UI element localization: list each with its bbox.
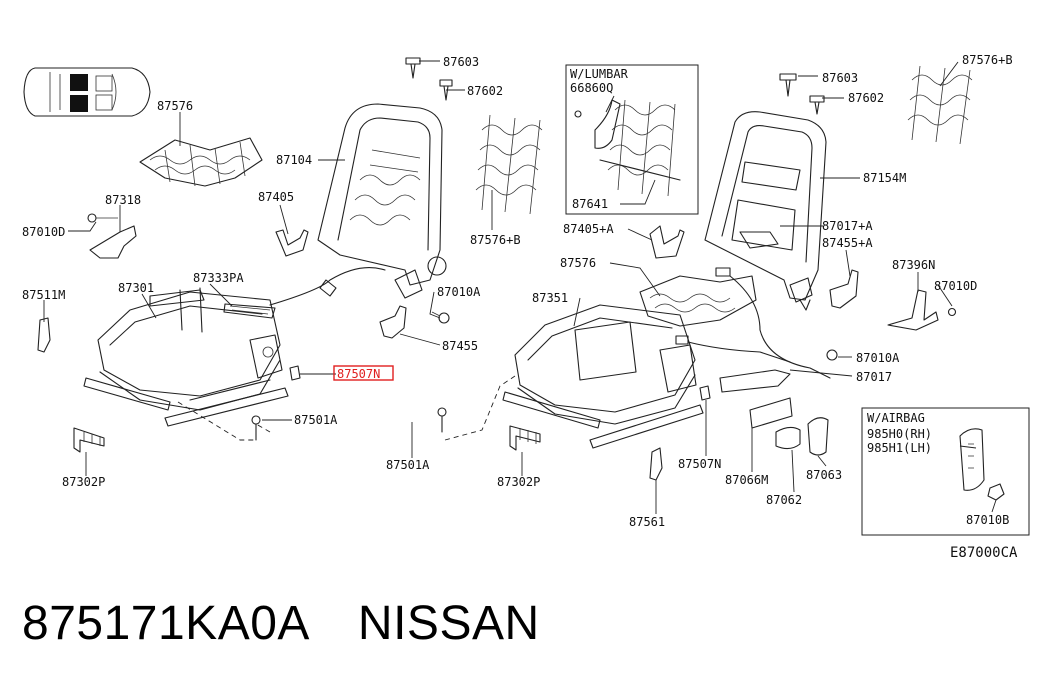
label-87576-left: 87576: [157, 99, 193, 113]
lumbar-option-box: [565, 64, 699, 215]
label-87351: 87351: [532, 291, 568, 305]
seatback-frame-87154M: [704, 111, 827, 303]
label-87501A-middle: 87501A: [386, 458, 430, 472]
highlight-box-87507N: [333, 365, 394, 381]
label-87017A: 87017+A: [822, 219, 873, 233]
label-87511M: 87511M: [22, 288, 65, 302]
bolt-87603-right: [779, 73, 797, 97]
airbag-option-box: [861, 407, 1030, 536]
footer-brand: NISSAN: [357, 597, 540, 650]
label-87396N: 87396N: [892, 258, 935, 272]
cover-87455A: [829, 269, 859, 309]
footer-part-number: 875171KA0A: [22, 597, 310, 650]
bracket-87318: [87, 213, 137, 259]
label-87066M: 87066M: [725, 473, 768, 487]
label-87561: 87561: [629, 515, 665, 529]
label-lumbar-title: W/LUMBAR: [570, 67, 629, 81]
label-87602-left: 87602: [467, 84, 503, 98]
leader-lines: [43, 60, 997, 514]
switch-parts: [749, 397, 829, 456]
label-87455: 87455: [442, 339, 478, 353]
bolt-87602-right: [809, 95, 825, 115]
label-87302P-left: 87302P: [62, 475, 105, 489]
cover-87455: [379, 305, 407, 339]
label-87010D-left: 87010D: [22, 225, 65, 239]
label-87576B-middle: 87576+B: [470, 233, 521, 247]
label-985H0: 985H0(RH): [867, 427, 932, 441]
cushion-frame-87301: [83, 287, 289, 427]
label-87576-middle: 87576: [560, 256, 596, 270]
bracket-87302P-left: [73, 427, 105, 453]
label-87507N-left-highlighted: 87507N: [337, 367, 380, 381]
label-87333PA: 87333PA: [193, 271, 244, 285]
cushion-frame-87351: [502, 304, 704, 449]
left-seat-assembly: [37, 57, 453, 453]
label-87010A-right: 87010A: [856, 351, 900, 365]
label-87603-right: 87603: [822, 71, 858, 85]
label-87104: 87104: [276, 153, 312, 167]
label-87507N-middle: 87507N: [678, 457, 721, 471]
vehicle-seat-location-icon: [23, 67, 151, 117]
label-66860Q: 66860Q: [570, 81, 613, 95]
bolt-87602-left: [439, 79, 453, 101]
label-87017: 87017: [856, 370, 892, 384]
label-87010A-left: 87010A: [437, 285, 481, 299]
screw-87501A-left: [251, 415, 261, 441]
label-87302P-middle: 87302P: [497, 475, 540, 489]
cover-87405A: [649, 225, 685, 259]
label-985H1: 985H1(LH): [867, 441, 932, 455]
bracket-87396N: [887, 289, 957, 331]
callout-labels: 87603 87602 87576 87104 87318 87010D 874…: [22, 53, 1018, 561]
spring-87576B-middle: [475, 114, 543, 215]
cover-87405: [275, 229, 309, 257]
label-87602-right: 87602: [848, 91, 884, 105]
label-87063: 87063: [806, 468, 842, 482]
label-87010B: 87010B: [966, 513, 1009, 527]
harness-87017: [687, 275, 831, 393]
label-87062: 87062: [766, 493, 802, 507]
label-87641: 87641: [572, 197, 608, 211]
harness-87333PA: [223, 267, 386, 319]
footer-part-info: 875171KA0A NISSAN: [22, 596, 540, 651]
diagram-code: E87000CA: [950, 545, 1018, 561]
label-87010D-right: 87010D: [934, 279, 977, 293]
bolt-87603-left: [405, 57, 421, 79]
label-87603-left: 87603: [443, 55, 479, 69]
seatback-frame-87104: [317, 103, 447, 299]
label-87405A: 87405+A: [563, 222, 614, 236]
label-87501A-left: 87501A: [294, 413, 338, 427]
label-87405: 87405: [258, 190, 294, 204]
label-87301: 87301: [118, 281, 154, 295]
spring-87576-middle: [639, 267, 757, 345]
right-seat-assembly: [437, 65, 973, 481]
label-airbag-title: W/AIRBAG: [867, 411, 925, 425]
bracket-87302P-middle: [509, 425, 541, 451]
label-87455A: 87455+A: [822, 236, 873, 250]
bolt-87010A-left: [431, 311, 450, 324]
spring-87576B-right: [907, 65, 973, 145]
label-87154M: 87154M: [863, 171, 906, 185]
label-87318: 87318: [105, 193, 141, 207]
clip-87507N-left: [289, 365, 301, 381]
spring-87576-left: [139, 137, 263, 187]
label-87576B-right: 87576+B: [962, 53, 1013, 67]
cover-87511M: [37, 317, 51, 353]
